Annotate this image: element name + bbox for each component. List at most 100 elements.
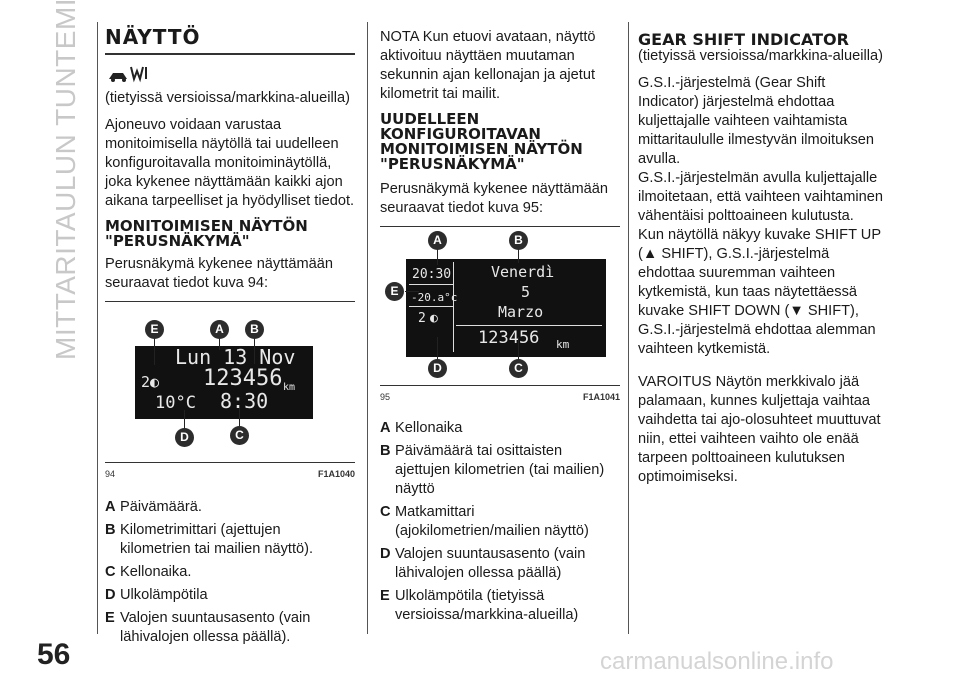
pointer-line <box>254 332 255 364</box>
display-odometer: 123456 <box>478 328 540 348</box>
legend-item: E Ulkolämpötila (tietyissä versioissa/mar… <box>380 587 620 625</box>
legend-key: B <box>105 522 116 538</box>
legend-key: B <box>380 443 391 459</box>
divider <box>628 22 629 634</box>
figure-code: F1A1041 <box>582 392 620 402</box>
legend-text: Ulkolämpötila <box>120 587 208 603</box>
text-span: SHIFT), G.S.I.-järjestelmä ehdottaa alem… <box>638 303 876 357</box>
car-wifi-icon <box>107 63 355 85</box>
divider <box>97 22 98 634</box>
display-unit: km <box>556 338 570 351</box>
section-tab: MITTARITAULUN TUNTEMINEN <box>50 0 90 360</box>
column-2: NOTA Kun etuovi avataan, näyttö aktivoit… <box>380 28 620 629</box>
gsi-paragraph: G.S.I.-järjestelmä (Gear Shift Indicator… <box>638 75 875 167</box>
pointer-line <box>518 337 519 361</box>
display-day: Venerdì <box>491 263 555 281</box>
display-screen: Lun 13 Nov 123456 km 10°C 8:30 2◐ <box>135 346 313 419</box>
column-1: NÄYTTÖ (tietyissä versioissa/markkina-al… <box>105 27 355 651</box>
nota-paragraph: NOTA Kun etuovi avataan, näyttö aktivoit… <box>380 29 596 102</box>
pointer-line <box>184 410 185 430</box>
figure-94: Lun 13 Nov 123456 km 10°C 8:30 2◐ E A B … <box>105 301 355 484</box>
legend-key: D <box>105 587 116 603</box>
display-odometer: 123456 <box>203 366 283 391</box>
section-tab-label: MITTARITAULUN TUNTEMINEN <box>50 0 81 360</box>
marker-a: A <box>428 231 447 250</box>
display-date: 5 <box>521 283 531 301</box>
display-date: Lun 13 Nov <box>175 345 296 369</box>
legend-text: Ulkolämpötila (tietyissä versioissa/mark… <box>395 588 579 623</box>
figure-number: 95 <box>380 392 391 402</box>
display-gear: 2 <box>418 311 426 326</box>
gsi-paragraph: G.S.I.-järjestelmän avulla kuljettajalle… <box>638 170 884 224</box>
figure-code: F1A1040 <box>317 469 355 479</box>
column-3: GEAR SHIFT INDICATOR (tietyissä versiois… <box>638 28 888 495</box>
page-number: 56 <box>37 638 71 671</box>
legend-key: C <box>380 504 391 520</box>
text-span: Kun näytöllä näkyy kuvake SHIFT UP ( <box>638 227 881 262</box>
legend-key: A <box>105 499 116 515</box>
warning-paragraph: VAROITUS Näytön merkkivalo jää palamaan,… <box>638 374 881 485</box>
section-heading: UUDELLEEN KONFIGUROITAVAN MONITOIMISEN N… <box>380 110 583 173</box>
display-temperature: 10°C <box>155 393 196 413</box>
display-time: 8:30 <box>220 389 269 413</box>
marker-a: A <box>210 320 229 339</box>
marker-c: C <box>230 426 249 445</box>
text-span: SHIFT), G.S.I.-järjestelmä ehdottaa suur… <box>638 246 858 319</box>
legend-key: C <box>105 564 116 580</box>
pointer-line <box>154 332 155 365</box>
section-text: Perusnäkymä kykenee näyttämään seuraavat… <box>380 181 608 216</box>
headlight-icon: 2◐ <box>141 373 160 391</box>
figure-number: 94 <box>105 469 116 479</box>
legend-key: A <box>380 420 391 436</box>
divider <box>367 22 368 634</box>
legend-text: Kellonaika <box>395 420 463 436</box>
shift-down-icon: ▼ <box>789 303 804 319</box>
legend-key: E <box>105 610 115 626</box>
legend-text: Valojen suuntausasento (vain lähivalojen… <box>120 610 311 645</box>
legend-key: D <box>380 546 391 562</box>
marker-b: B <box>509 231 528 250</box>
legend-text: Päivämäärä. <box>120 499 202 515</box>
legend-item: E Valojen suuntausasento (vain lähivaloje… <box>105 609 355 647</box>
intro-paragraph: Ajoneuvo voidaan varustaa monitoimisella… <box>105 117 355 209</box>
page-title: NÄYTTÖ <box>105 27 355 55</box>
watermark: carmanualsonline.info <box>600 648 834 675</box>
figure-95: 20:30 -20.a°c 2 ◐ Venerdì 5 Marzo 123456… <box>380 226 620 407</box>
legend-text: Matkamittari (ajokilometrien/mailien näy… <box>395 504 589 539</box>
pointer-line <box>405 291 419 292</box>
legend-key: E <box>380 588 390 604</box>
pointer-line <box>518 247 519 263</box>
section-text: Perusnäkymä kykenee näyttämään seuraavat… <box>105 256 333 291</box>
section-heading: MONITOIMISEN NÄYTÖN "PERUSNÄKYMÄ" <box>105 217 308 250</box>
marker-d: D <box>428 359 447 378</box>
legend-text: Kilometrimittari (ajettujen kilometrien … <box>120 522 314 557</box>
display-time: 20:30 <box>412 267 452 282</box>
display-temperature: -20.a°c <box>411 291 458 304</box>
section-heading: GEAR SHIFT INDICATOR <box>638 30 849 49</box>
legend-text: Kellonaika. <box>120 564 192 580</box>
display-screen: 20:30 -20.a°c 2 ◐ Venerdì 5 Marzo 123456… <box>406 259 606 357</box>
marker-e: E <box>385 282 404 301</box>
pointer-line <box>219 332 220 350</box>
pointer-line <box>437 337 438 361</box>
marker-c: C <box>509 359 528 378</box>
availability-note: (tietyissä versioissa/markkina-alueilla) <box>638 48 883 64</box>
display-month: Marzo <box>498 303 544 321</box>
headlight-icon: ◐ <box>430 311 438 326</box>
marker-d: D <box>175 428 194 447</box>
pointer-line <box>437 247 438 265</box>
gsi-shift-paragraph: Kun näytöllä näkyy kuvake SHIFT UP (▲ SH… <box>638 226 888 359</box>
shift-up-icon: ▲ <box>642 246 658 262</box>
availability-note: (tietyissä versioissa/markkina-alueilla) <box>105 90 350 106</box>
display-unit: km <box>283 382 296 393</box>
